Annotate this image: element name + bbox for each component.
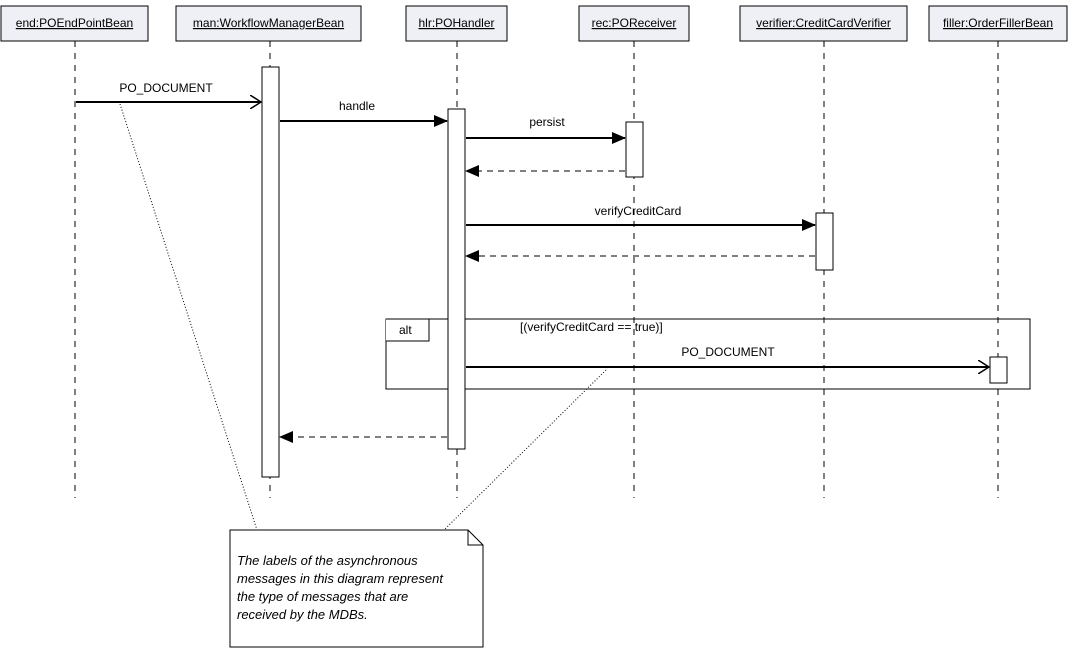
lifeline-label: man:WorkflowManagerBean [193, 16, 344, 30]
lifeline-label: filler:OrderFillerBean [943, 16, 1053, 30]
activation-bar-man [261, 66, 280, 478]
note-shape [229, 529, 484, 648]
alt-guard-label: [(verifyCreditCard == true)] [520, 320, 663, 334]
message-po-document-2: PO_DOCUMENT [466, 345, 989, 367]
message-label: verifyCreditCard [595, 204, 682, 218]
note-folded-corner [467, 530, 483, 546]
lifeline-label: end:POEndPointBean [16, 16, 133, 30]
lifeline-header-box [0, 5, 149, 42]
note-line: received by the MDBs. [237, 607, 368, 622]
note: The labels of the asynchronous messages … [119, 103, 607, 648]
alt-fragment-frame [385, 318, 1031, 390]
lifeline-rec: rec:POReceiver [578, 5, 690, 498]
message-persist: persist [466, 115, 626, 144]
alt-fragment: alt [(verifyCreditCard == true)] [385, 318, 1031, 390]
note-line: messages in this diagram represent [237, 571, 444, 586]
lifeline-header-box [175, 5, 362, 42]
message-handle: handle [280, 99, 448, 127]
message-label: PO_DOCUMENT [681, 345, 775, 359]
lifeline-end: end:POEndPointBean [0, 5, 149, 498]
lifeline-header-box [928, 5, 1068, 42]
message-label: PO_DOCUMENT [119, 81, 213, 95]
lifeline-label: hlr:POHandler [418, 16, 494, 30]
alt-operator-tab [386, 318, 430, 342]
lifeline-header-box [578, 5, 690, 42]
activation-bar-verifier [815, 212, 834, 271]
activation-bar-hlr [447, 108, 466, 450]
note-connector-right [443, 369, 607, 531]
message-label: handle [339, 99, 375, 113]
message-verify-credit-card: verifyCreditCard [466, 204, 816, 231]
note-line: The labels of the asynchronous [237, 553, 418, 568]
note-line: the type of messages that are [237, 589, 408, 604]
message-label: persist [529, 115, 565, 129]
activation-bar-rec [625, 121, 644, 178]
lifeline-verifier: verifier:CreditCardVerifier [739, 5, 908, 498]
message-po-document-1: PO_DOCUMENT [76, 81, 261, 102]
note-connector-left [119, 103, 258, 531]
lifeline-filler: filler:OrderFillerBean [928, 5, 1068, 498]
activation-bar-filler [989, 356, 1008, 384]
lifeline-header-box [739, 5, 908, 42]
lifeline-label: rec:POReceiver [592, 16, 677, 30]
lifeline-label: verifier:CreditCardVerifier [756, 16, 891, 30]
lifeline-header-box [405, 5, 508, 42]
alt-operator-label: alt [399, 323, 412, 337]
